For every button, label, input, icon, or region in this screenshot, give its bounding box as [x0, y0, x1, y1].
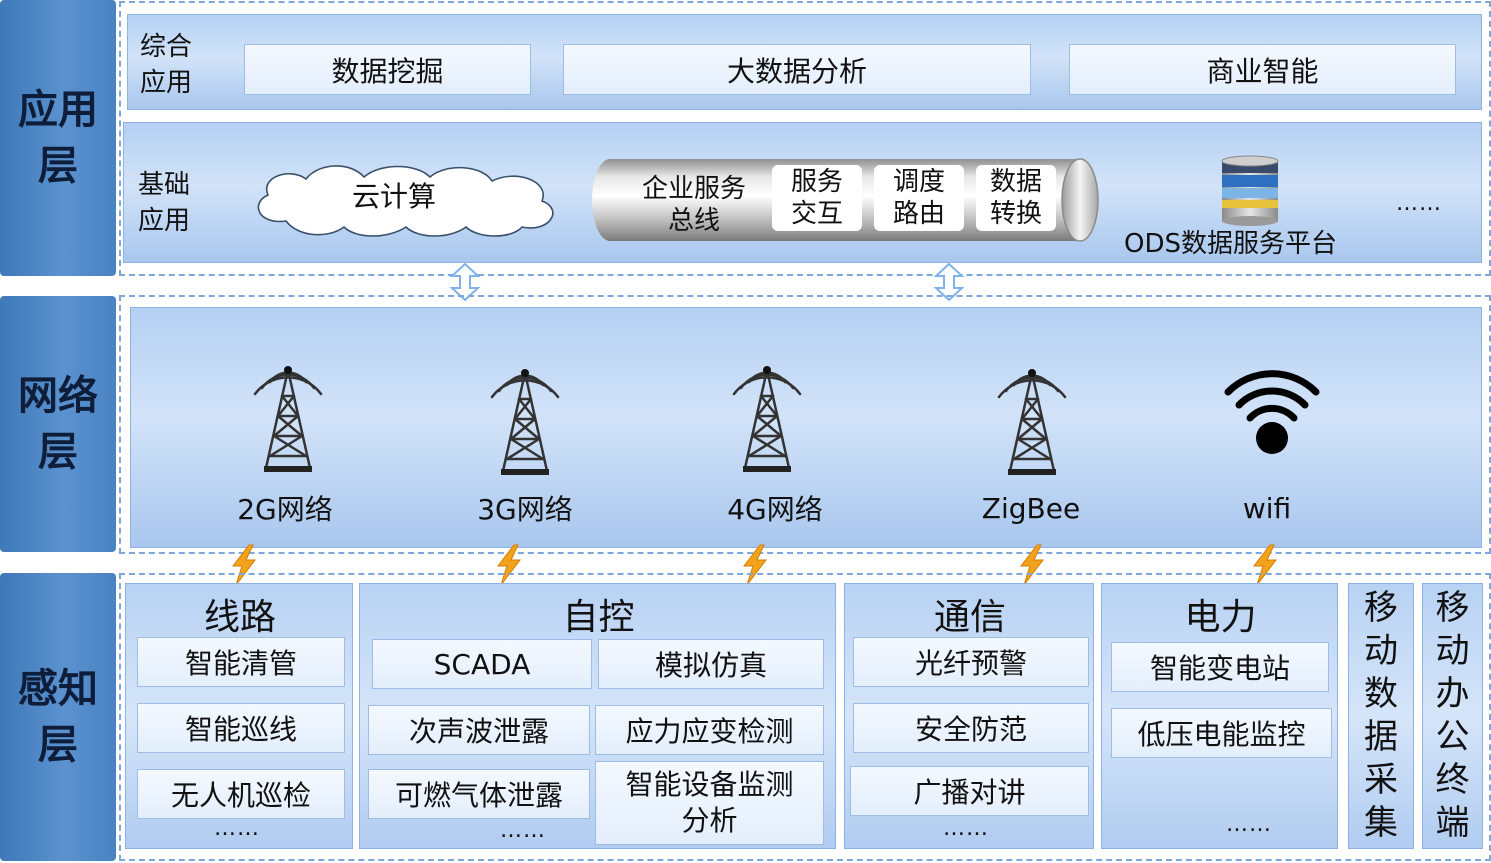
perception-column-mobile-office: 移 动 办 公 终 端: [1422, 583, 1483, 849]
item-device-monitoring: 智能设备监测 分析: [595, 761, 824, 845]
power-more: ……: [1226, 812, 1272, 837]
network-label-3g: 3G网络: [477, 493, 573, 526]
layer-label-network: 网络层: [0, 296, 116, 552]
perception-column-mobile-data: 移 动 数 据 采 集: [1348, 583, 1414, 849]
cloud-computing-label: 云计算: [351, 180, 436, 213]
item-low-voltage-monitor: 低压电能监控: [1111, 708, 1332, 758]
perception-column-control: 自控 SCADA 模拟仿真 次声波泄露 应力应变检测 可燃气体泄露 智能设备监测…: [359, 583, 836, 849]
network-label-wifi: wifi: [1242, 491, 1292, 525]
network-band: [130, 307, 1482, 548]
ods-platform-label: ODS数据服务平台: [1124, 229, 1337, 259]
wifi-icon: [1224, 370, 1320, 454]
item-security: 安全防范: [853, 703, 1089, 753]
item-gas-leak: 可燃气体泄露: [368, 769, 590, 819]
item-infrasound-leak: 次声波泄露: [368, 705, 590, 755]
esb-tile-service-interaction: 服务 交互: [772, 165, 862, 231]
application-layer-frame: [119, 1, 1491, 276]
column-title-power: 电力: [1184, 597, 1257, 638]
perception-column-line: 线路 智能清管 智能巡线 无人机巡检 ……: [125, 583, 353, 849]
layer-label-perception: 感知层: [0, 573, 116, 861]
item-broadcast-intercom: 广播对讲: [850, 766, 1089, 816]
database-icon: [1221, 155, 1279, 226]
basic-app-more: ……: [1396, 191, 1442, 216]
item-scada: SCADA: [372, 639, 592, 689]
layer-label-application: 应用层: [0, 0, 116, 276]
perception-layer-frame: [119, 573, 1491, 861]
column-title-comm: 通信: [933, 597, 1006, 638]
comprehensive-app-label: 综合 应用: [140, 32, 193, 98]
item-smart-patrol: 智能巡线: [137, 703, 345, 753]
app-box-bi: 商业智能: [1069, 44, 1456, 95]
esb-tile-scheduling-routing: 调度 路由: [874, 165, 964, 231]
double-arrow-icon: [933, 262, 965, 302]
perception-column-comm: 通信 光纤预警 安全防范 广播对讲 ……: [844, 583, 1094, 849]
tower-icon: [253, 366, 323, 472]
basic-app-band: 基础 应用 云计算 企业服务 总线 服务 交互 调度 路由 数据 转换: [123, 122, 1482, 263]
lightning-icon: [1252, 544, 1278, 586]
item-simulation: 模拟仿真: [598, 639, 824, 689]
item-smart-pigging: 智能清管: [137, 637, 345, 687]
lightning-icon: [742, 544, 768, 586]
item-smart-substation: 智能变电站: [1111, 642, 1329, 692]
comm-more: ……: [943, 816, 989, 841]
app-box-data-mining: 数据挖掘: [244, 44, 531, 95]
lightning-icon: [496, 544, 522, 586]
item-drone-inspection: 无人机巡检: [137, 769, 345, 819]
comprehensive-app-band: 综合 应用 数据挖掘 大数据分析 商业智能: [127, 14, 1482, 110]
column-title-line: 线路: [203, 597, 276, 638]
lightning-icon: [231, 544, 257, 586]
basic-app-label: 基础 应用: [138, 170, 191, 236]
column-title-control: 自控: [562, 597, 635, 638]
double-arrow-icon: [449, 262, 481, 302]
line-more: ……: [214, 816, 260, 841]
esb-label: 企业服务 总线: [641, 174, 746, 236]
network-label-4g: 4G网络: [727, 493, 823, 526]
cloud-icon: [257, 165, 554, 237]
tower-icon: [490, 369, 560, 475]
network-label-zigbee: ZigBee: [981, 491, 1081, 525]
network-layer-frame: [119, 295, 1491, 554]
item-stress-strain: 应力应变检测: [595, 705, 824, 755]
control-more: ……: [500, 818, 546, 843]
tower-icon: [732, 366, 802, 472]
lightning-icon: [1019, 544, 1045, 586]
app-box-big-data: 大数据分析: [563, 44, 1031, 95]
tower-icon: [997, 369, 1067, 475]
esb-tile-data-conversion: 数据 转换: [976, 165, 1056, 231]
perception-column-power: 电力 智能变电站 低压电能监控 ……: [1101, 583, 1338, 849]
item-fiber-warning: 光纤预警: [853, 637, 1089, 687]
network-label-2g: 2G网络: [237, 493, 333, 526]
